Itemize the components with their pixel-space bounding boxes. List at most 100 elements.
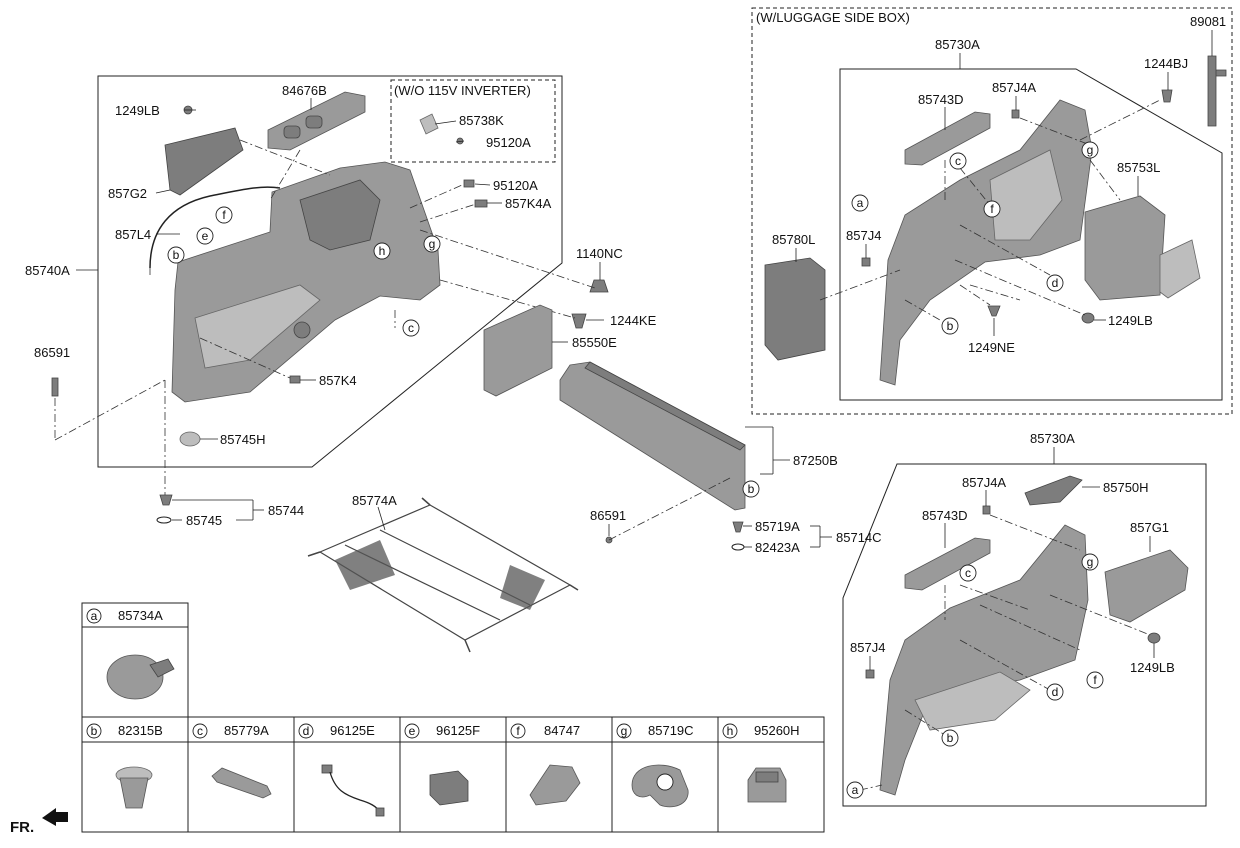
front-direction-label: FR.: [10, 819, 34, 836]
legend-item-f: f 84747: [510, 723, 581, 806]
legend-item-h: h 95260H: [722, 723, 800, 803]
label-85738K: 85738K: [459, 113, 504, 128]
svg-text:g: g: [621, 724, 628, 738]
label-85730A-a: 85730A: [935, 37, 980, 52]
part-1140NC-shape: [589, 279, 609, 293]
svg-text:f: f: [990, 202, 994, 216]
part-85740A-panel: [194, 284, 321, 369]
label-1244KE: 1244KE: [610, 313, 657, 328]
label-85740A: 85740A: [25, 263, 70, 278]
lower-right-dashdot: [859, 514, 1151, 791]
leader-87250B: [745, 426, 790, 475]
svg-text:d: d: [1052, 685, 1059, 699]
label-857J4A-b: 857J4A: [962, 475, 1006, 490]
part-1244BJ-shape: [1161, 89, 1173, 103]
part-85740A-speaker: [293, 321, 311, 339]
part-89081-shape: [1207, 55, 1227, 127]
part-85738K-shape: [419, 113, 439, 135]
svg-text:c: c: [408, 321, 414, 335]
svg-text:96125E: 96125E: [330, 723, 375, 738]
label-85780L: 85780L: [772, 232, 815, 247]
svg-text:d: d: [1052, 276, 1059, 290]
part-85743D-shape-top: [904, 111, 991, 166]
part-85550E-shape: [483, 304, 553, 397]
part-85753L-shape: [1084, 195, 1166, 301]
label-1249LB-a: 1249LB: [115, 103, 160, 118]
svg-text:e: e: [409, 724, 416, 738]
label-1249NE: 1249NE: [968, 340, 1015, 355]
svg-text:c: c: [965, 566, 971, 580]
part-85774A-net: [307, 497, 579, 653]
svg-text:h: h: [727, 724, 734, 738]
part-857J4A-top: [1011, 109, 1020, 119]
part-85745H-shape: [179, 431, 201, 447]
label-84676B: 84676B: [282, 83, 327, 98]
legend-table: a 85734A b 82315B c 85779A d 96125E: [81, 602, 825, 833]
callout-f-1: f: [215, 206, 233, 224]
label-1249LB-c: 1249LB: [1130, 660, 1175, 675]
svg-text:g: g: [1087, 143, 1094, 157]
svg-text:c: c: [197, 724, 203, 738]
label-82423A: 82423A: [755, 540, 800, 555]
label-85730A-b: 85730A: [1030, 431, 1075, 446]
leader-85774A: [377, 506, 386, 531]
part-95120A-fastener: [463, 179, 475, 188]
svg-text:84747: 84747: [544, 723, 580, 738]
part-857J4-bottom: [865, 669, 875, 679]
legend-item-a: a 85734A: [86, 608, 175, 700]
label-85753L: 85753L: [1117, 160, 1160, 175]
legend-item-c: c 85779A: [192, 723, 272, 799]
label-85745H: 85745H: [220, 432, 266, 447]
callout-d-2: d: [1046, 274, 1064, 292]
svg-text:96125F: 96125F: [436, 723, 480, 738]
upper-right-dashdot: [819, 99, 1161, 321]
callout-c-3: c: [959, 564, 977, 582]
callout-e-1: e: [196, 227, 214, 245]
callout-b-4: b: [941, 729, 959, 747]
svg-text:85719C: 85719C: [648, 723, 694, 738]
callout-b-3: b: [941, 317, 959, 335]
part-857K4-clip: [289, 375, 301, 384]
leader-85714C: [743, 525, 832, 548]
callout-h-1: h: [373, 242, 391, 260]
label-86591-b: 86591: [590, 508, 626, 523]
callout-g-2: g: [1081, 141, 1099, 159]
svg-text:g: g: [429, 237, 436, 251]
part-84676B-cup2: [305, 115, 323, 129]
svg-text:a: a: [91, 609, 98, 623]
label-85743D-b: 85743D: [922, 508, 968, 523]
label-85745: 85745: [186, 513, 222, 528]
part-85730A-panel-bottom: [914, 671, 1031, 731]
svg-text:f: f: [1093, 673, 1097, 687]
part-857G2-shape: [164, 127, 244, 196]
svg-text:g: g: [1087, 555, 1094, 569]
part-85753L-cover: [1159, 239, 1201, 299]
wo-inverter-header: (W/O 115V INVERTER): [394, 83, 531, 98]
leader-86591-right: [608, 477, 731, 541]
svg-text:b: b: [748, 482, 755, 496]
label-85550E: 85550E: [572, 335, 617, 350]
svg-text:b: b: [91, 724, 98, 738]
part-1249NE-shape: [987, 305, 1001, 317]
part-82423A-shape: [731, 543, 745, 551]
svg-text:f: f: [516, 724, 520, 738]
label-89081: 89081: [1190, 14, 1226, 29]
part-85745-shape: [156, 516, 172, 524]
luggage-side-box-header: (W/LUGGAGE SIDE BOX): [756, 10, 910, 25]
part-857G1-shape: [1104, 549, 1189, 623]
legend-item-b: b 82315B: [86, 723, 163, 809]
part-857K4A-fastener: [474, 199, 488, 208]
part-85744-shape: [159, 494, 173, 506]
part-857J4A-bottom: [982, 505, 991, 515]
label-95120A-a: 95120A: [486, 135, 531, 150]
legend-item-d: d 96125E: [298, 723, 385, 817]
part-1244KE-shape: [571, 313, 587, 329]
label-857G1: 857G1: [1130, 520, 1169, 535]
callouts: f e b h g c b c a f g d b c g f d b a: [167, 141, 1104, 799]
part-labels: 1249LB 84676B 85738K 95120A 95120A 857K4…: [25, 14, 1226, 675]
part-86591-bolt-left: [51, 377, 59, 397]
svg-text:85779A: 85779A: [224, 723, 269, 738]
legend-item-g: g 85719C: [616, 723, 694, 808]
svg-text:b: b: [947, 731, 954, 745]
